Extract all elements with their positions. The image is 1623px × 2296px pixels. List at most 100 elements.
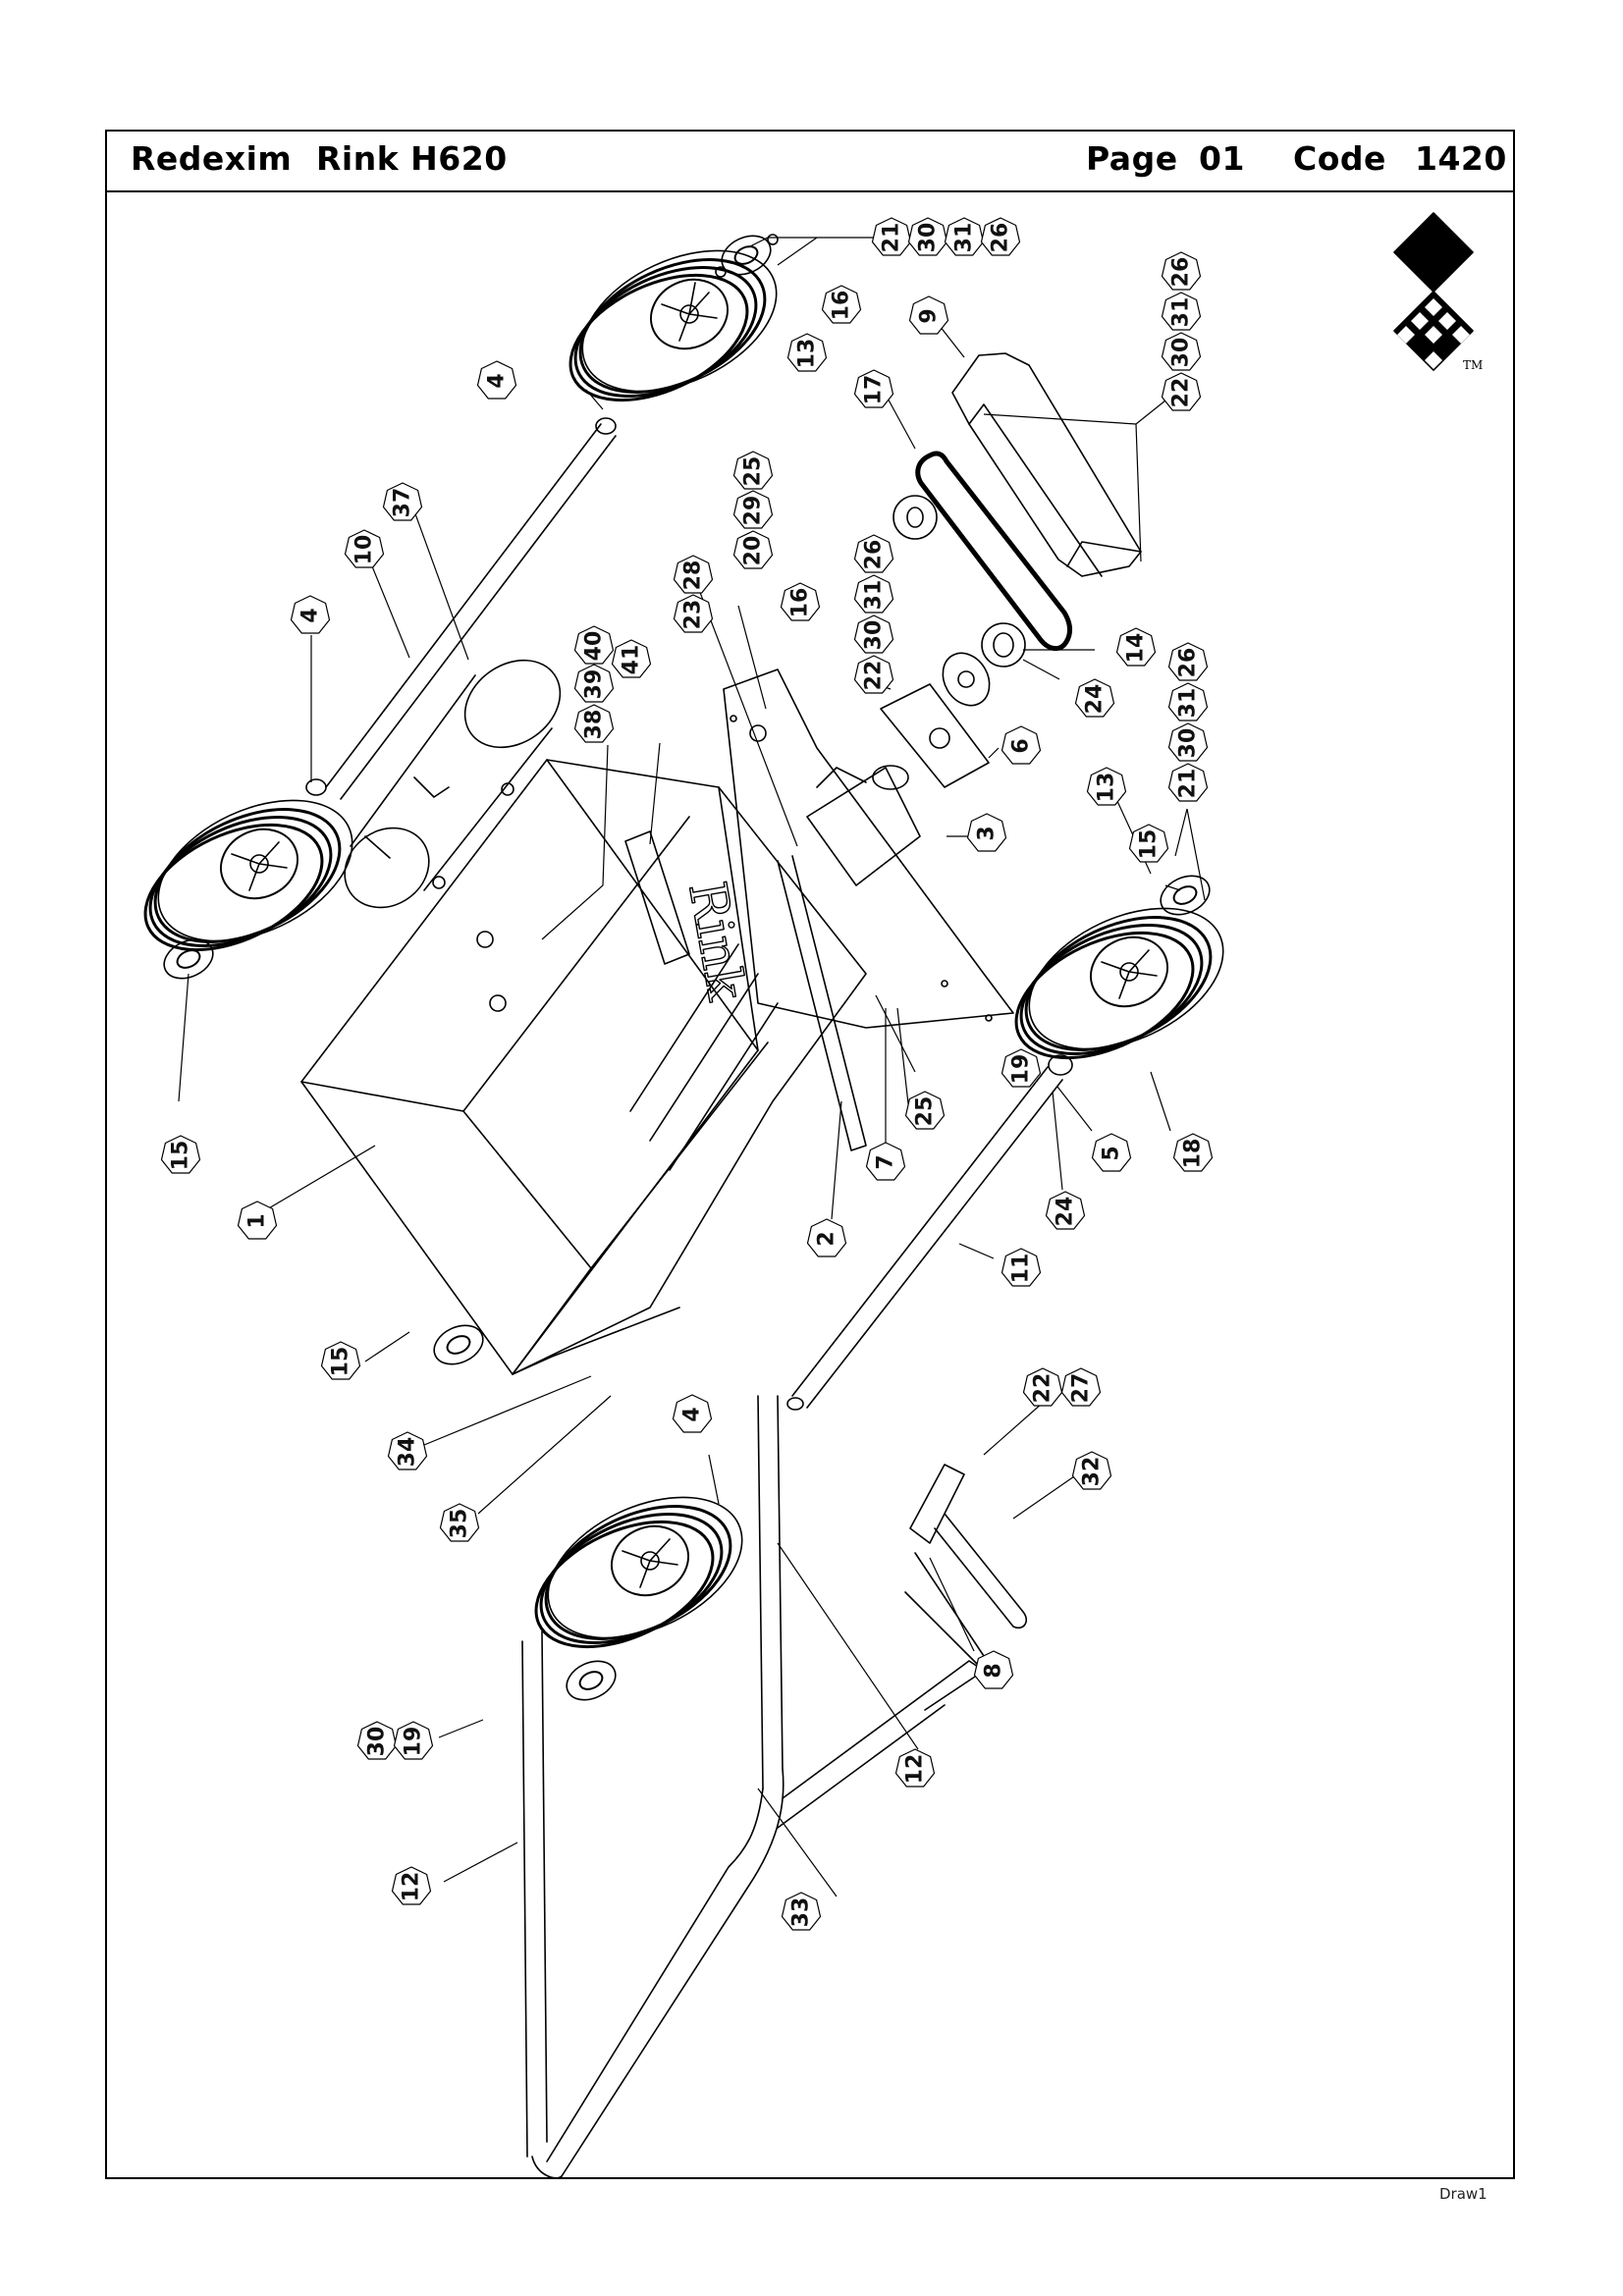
balloon-label: 29 <box>741 496 766 526</box>
balloon-outline <box>1167 722 1209 762</box>
axle-tube-front <box>786 1054 1073 1411</box>
motor <box>344 659 562 909</box>
part-balloon: 25 <box>904 1091 946 1130</box>
balloon-label: 34 <box>396 1437 420 1468</box>
part-balloon: 32 <box>1071 1451 1112 1490</box>
balloon-outline <box>1167 682 1209 721</box>
model-name: Rink H620 <box>316 139 508 178</box>
part-balloon: 6 <box>1001 725 1042 765</box>
balloon-outline <box>290 595 331 634</box>
balloon-label: 9 <box>917 308 942 323</box>
part-balloon: 22 <box>1022 1367 1063 1407</box>
balloon-outline <box>980 217 1021 256</box>
balloon-label: 30 <box>862 620 887 651</box>
part-balloon: 23 <box>673 594 714 633</box>
bearing-flange-bottom <box>566 1660 617 1701</box>
part-balloon: 22 <box>853 655 894 694</box>
balloon-label: 1 <box>245 1213 270 1228</box>
balloon-outline <box>780 582 821 621</box>
balloon-outline <box>573 704 615 743</box>
part-balloon: 7 <box>865 1142 906 1181</box>
balloon-label: 37 <box>391 488 415 518</box>
part-balloon: 22 <box>1161 372 1202 411</box>
balloon-label: 30 <box>916 223 941 253</box>
part-balloon: 26 <box>1167 642 1209 681</box>
part-balloon: 39 <box>573 664 615 703</box>
balloon-outline <box>853 534 894 573</box>
balloon-label: 16 <box>788 588 813 618</box>
balloon-outline <box>1045 1191 1086 1230</box>
balloon-label: 31 <box>1169 297 1194 328</box>
gearbox <box>806 765 921 886</box>
part-balloon: 30 <box>853 614 894 654</box>
balloon-label: 19 <box>1009 1054 1034 1085</box>
balloon-outline <box>237 1201 278 1240</box>
leader-lines <box>178 237 1206 1897</box>
handle-frame <box>521 1395 1028 2177</box>
balloon-outline <box>781 1892 822 1931</box>
balloon-outline <box>573 625 615 665</box>
brand-name: Redexim <box>131 139 293 178</box>
balloon-outline <box>1086 767 1127 806</box>
balloon-outline <box>944 217 985 256</box>
part-balloon: 35 <box>439 1503 480 1542</box>
balloon-outline <box>732 530 774 569</box>
balloon-outline <box>320 1341 361 1380</box>
part-balloon: 30 <box>1167 722 1209 762</box>
balloon-label: 38 <box>582 710 607 740</box>
part-balloon: 11 <box>1001 1248 1042 1287</box>
balloon-outline <box>573 664 615 703</box>
chain-cover <box>951 352 1142 577</box>
balloon-outline <box>1022 1367 1063 1407</box>
balloon-outline <box>344 529 385 568</box>
balloon-label: 12 <box>400 1872 424 1902</box>
part-balloon: 24 <box>1045 1191 1086 1230</box>
balloon-outline <box>1167 763 1209 802</box>
balloon-outline <box>853 614 894 654</box>
title-block-header: Redexim Rink H620 Page 01 Code 1420 <box>107 132 1513 192</box>
balloon-outline <box>908 295 949 335</box>
balloon-outline <box>1001 1048 1042 1088</box>
balloon-label: 4 <box>680 1407 705 1421</box>
balloon-label: 21 <box>1176 769 1201 799</box>
balloon-label: 2 <box>815 1231 839 1246</box>
part-balloon: 31 <box>1161 292 1202 331</box>
balloon-label: 15 <box>1137 829 1162 860</box>
drawing-name: Draw1 <box>1439 2185 1488 2203</box>
balloon-outline <box>673 594 714 633</box>
balloon-label: 39 <box>582 669 607 700</box>
part-balloon: 27 <box>1060 1367 1102 1407</box>
balloon-outline <box>973 1650 1014 1689</box>
balloon-label: 32 <box>1080 1457 1105 1487</box>
part-balloon: 12 <box>894 1748 936 1788</box>
part-balloon: 2 <box>806 1218 847 1257</box>
wheel-bottom <box>534 1496 743 1649</box>
part-balloon: 19 <box>393 1721 434 1760</box>
balloon-outline <box>821 285 862 324</box>
balloon-label: 17 <box>862 375 887 405</box>
bearing-flange-left <box>163 938 214 980</box>
balloon-label: 5 <box>1100 1146 1124 1160</box>
balloon-outline <box>673 555 714 594</box>
part-balloon: 13 <box>786 333 828 372</box>
balloon-label: 20 <box>741 536 766 566</box>
part-balloon: 12 <box>391 1866 432 1905</box>
balloon-label: 27 <box>1069 1373 1094 1404</box>
hopper-box <box>300 759 867 1375</box>
balloon-label: 13 <box>1095 773 1119 803</box>
part-balloon: 4 <box>290 595 331 634</box>
balloon-label: 31 <box>952 223 977 253</box>
page-number: 01 <box>1199 139 1245 178</box>
balloon-label: 30 <box>1176 728 1201 759</box>
balloon-label: 13 <box>795 339 820 369</box>
side-plate <box>723 668 1014 1029</box>
balloon-label: 4 <box>298 608 323 622</box>
balloon-label: 24 <box>1083 684 1108 715</box>
balloon-label: 33 <box>789 1897 814 1928</box>
balloon-label: 30 <box>365 1727 390 1757</box>
balloon-outline <box>732 490 774 529</box>
part-balloon: 30 <box>1161 332 1202 371</box>
balloon-outline <box>904 1091 946 1130</box>
balloon-label: 22 <box>1031 1373 1055 1404</box>
